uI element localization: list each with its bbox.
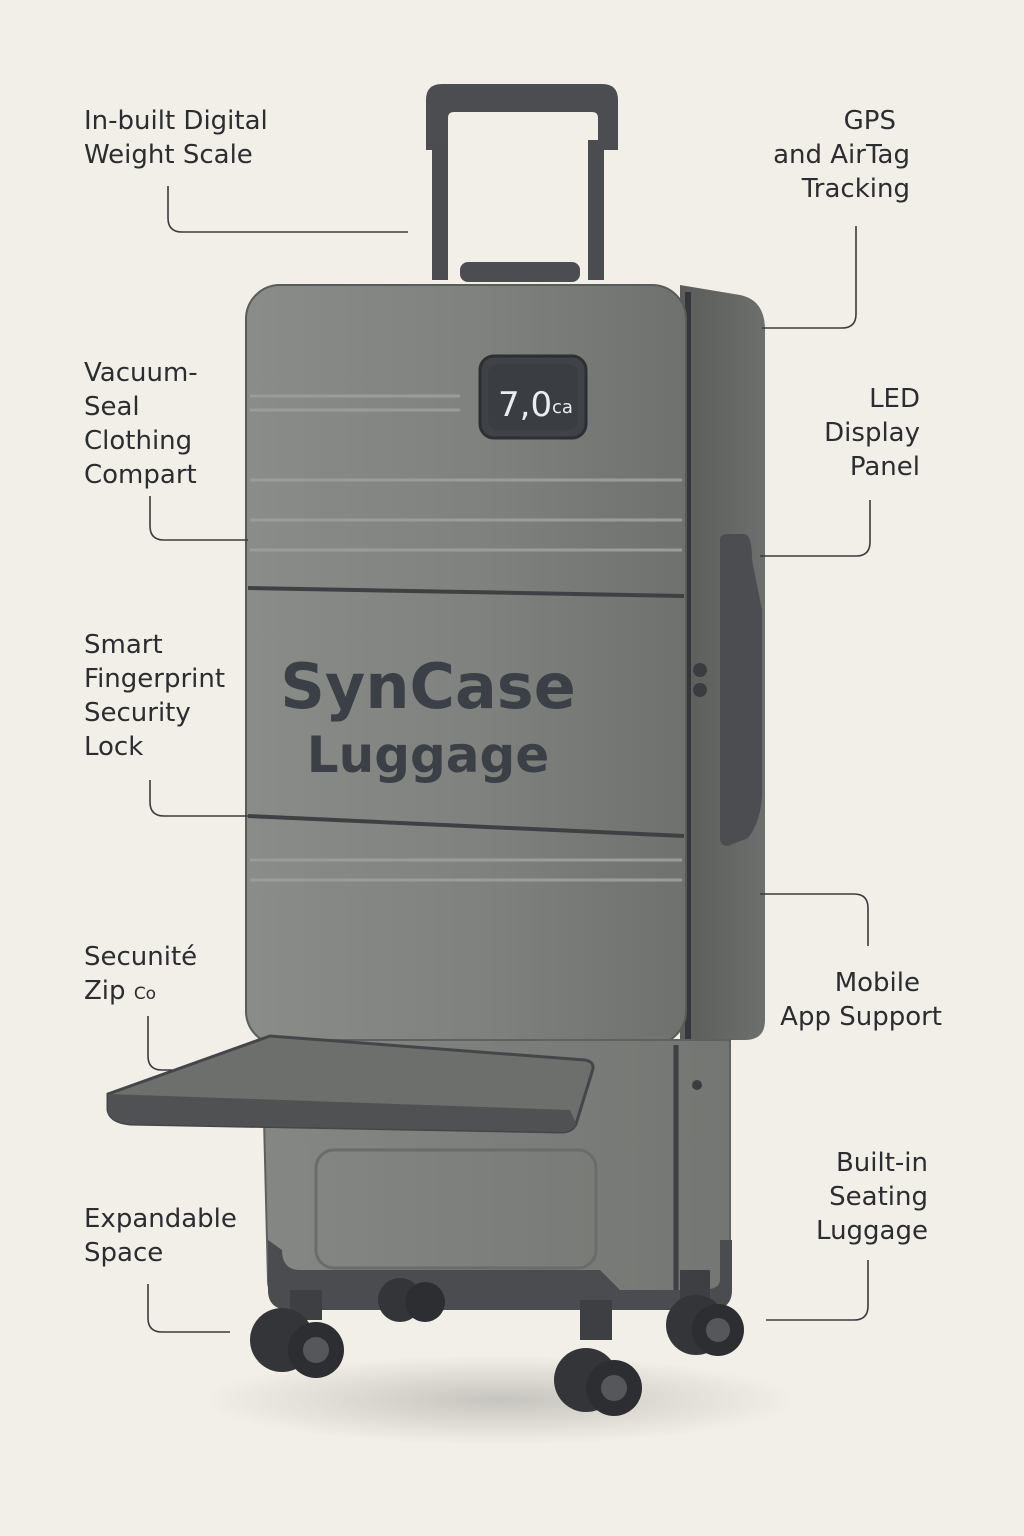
telescopic-handle: [426, 84, 618, 282]
leader-lines: [147, 186, 871, 1333]
callout-expandable-space: Expandable Space: [84, 1204, 237, 1268]
wheel-front-left: [250, 1290, 344, 1378]
wheel-front-right: [554, 1300, 642, 1416]
display-unit: ca: [552, 397, 573, 418]
brand-name: SynCase: [280, 650, 576, 723]
lower-pocket: [314, 1148, 598, 1270]
callout-led-display: LED Display Panel: [824, 384, 920, 482]
case-ribs: [250, 394, 682, 882]
display-value: 7,0: [498, 385, 552, 425]
callout-security-zip: Secunité Zip Co: [84, 942, 198, 1006]
fold-out-seat: [106, 1034, 595, 1134]
wheel-back-left: [378, 1278, 445, 1322]
callout-vacuum-seal: Vacuum- Seal Clothing Compart: [84, 358, 198, 490]
callout-mobile-app: Mobile App Support: [780, 968, 942, 1032]
floor-shadow: [200, 1355, 800, 1445]
wheel-back-right: [666, 1270, 744, 1356]
callout-fingerprint-lock: Smart Fingerprint Security Lock: [84, 630, 226, 762]
callout-weight-scale: In-built Digital Weight Scale: [84, 106, 268, 170]
led-display: [478, 354, 588, 440]
brand-subname: Luggage: [307, 726, 549, 784]
case-seams: [247, 586, 685, 838]
side-handle: [693, 534, 762, 846]
callout-gps-tracking: GPS and AirTag Tracking: [773, 106, 910, 204]
callout-built-in-seating: Built-in Seating Luggage: [816, 1148, 928, 1246]
